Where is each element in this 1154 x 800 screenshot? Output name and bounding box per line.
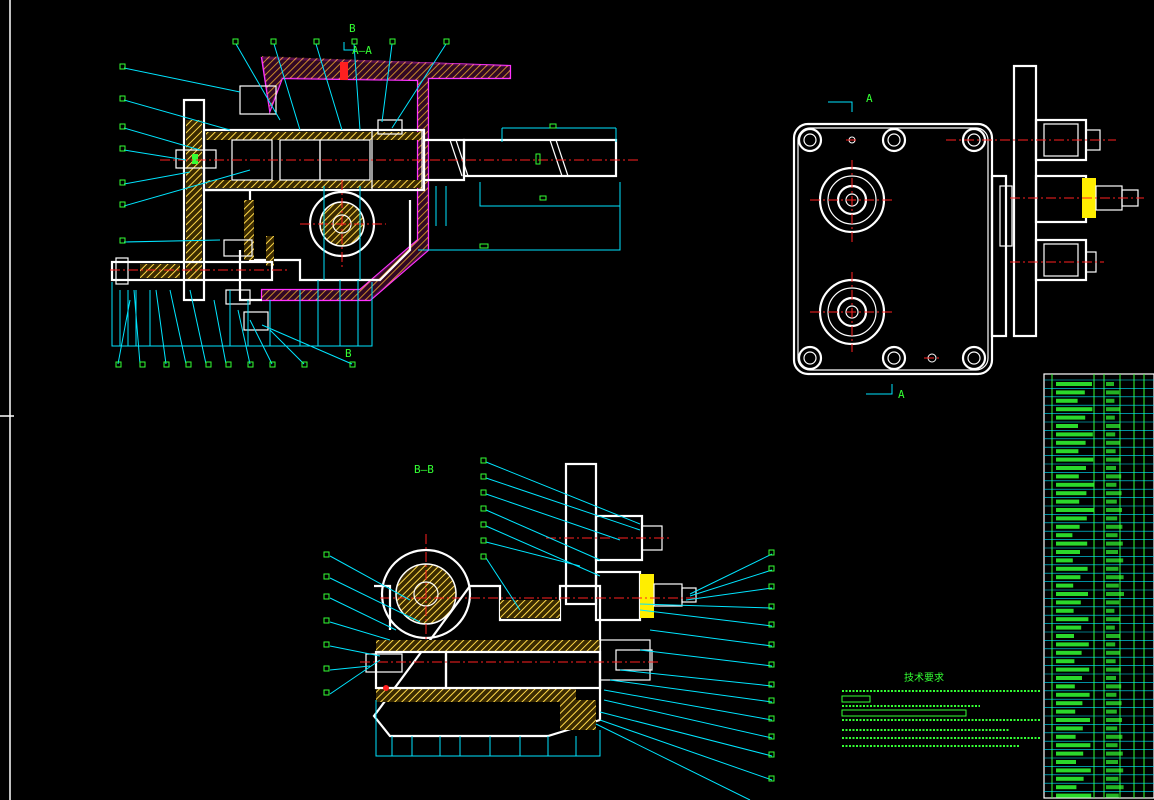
technical-notes-title: 技术要求 xyxy=(904,671,944,684)
section-bb-label: B—B xyxy=(414,463,434,476)
top-view: A A xyxy=(792,64,1144,401)
view-a-marker-bottom: A xyxy=(898,388,905,401)
section-aa-label: A—A xyxy=(352,44,372,57)
parts-list-table xyxy=(1043,373,1154,799)
section-b-marker-bottom: B xyxy=(345,347,352,360)
section-aa-view: A—A B B xyxy=(110,22,640,368)
section-b-marker-top: B xyxy=(349,22,356,35)
technical-notes: 技术要求 xyxy=(841,671,1040,747)
section-bb-view: B—B xyxy=(323,457,775,800)
view-a-marker-top: A xyxy=(866,92,873,105)
